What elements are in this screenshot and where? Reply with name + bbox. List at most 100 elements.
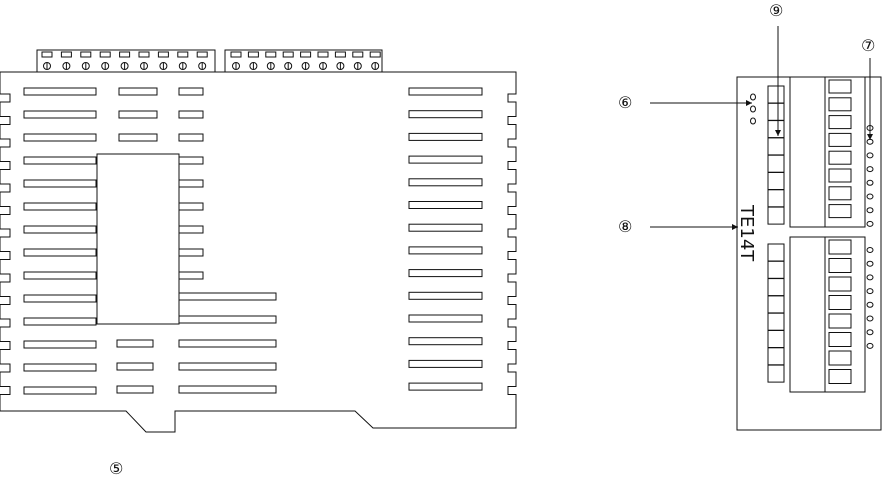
lower-terminal <box>828 276 852 292</box>
vent-slot-short <box>178 248 204 257</box>
top-left-terminal-slot <box>119 51 131 58</box>
led-indicator <box>866 207 874 214</box>
top-terminal-strip-left <box>36 49 216 73</box>
arrow-9 <box>775 130 781 136</box>
top-right-terminal-slot <box>282 51 294 58</box>
vent-slot-right <box>408 201 483 209</box>
vent-slot-left <box>23 225 97 234</box>
led-indicator <box>866 166 874 173</box>
led-indicator <box>866 301 874 308</box>
top-left-terminal-slot <box>99 51 111 58</box>
callout-6: ⑥ <box>618 93 632 112</box>
vent-slot-right <box>408 337 483 346</box>
vent-slot-left <box>23 156 97 165</box>
vent-slot-right <box>408 314 483 323</box>
vent-slot-right <box>408 382 483 391</box>
upper-terminal <box>828 150 852 165</box>
vent-slot-short <box>178 225 204 234</box>
top-right-terminal-slot <box>369 51 381 58</box>
top-left-terminal-slot <box>157 51 169 58</box>
vent-slot-mid <box>118 87 158 96</box>
vent-slot-left <box>23 386 97 395</box>
center-window <box>96 153 180 325</box>
top-right-terminal-slot <box>265 51 277 58</box>
top-left-terminal-slot <box>177 51 189 58</box>
led-indicator <box>866 179 874 186</box>
vent-slot-left <box>23 179 97 188</box>
lower-pin <box>767 243 785 262</box>
vent-slot-mid <box>116 385 154 394</box>
lower-pin <box>767 364 785 383</box>
vent-slot-long <box>178 362 277 371</box>
upper-terminal <box>828 204 852 219</box>
lower-pin <box>767 347 785 366</box>
vent-slot-left <box>23 363 97 372</box>
top-right-terminal-slot <box>247 51 259 58</box>
top-right-terminal-slot <box>300 51 312 58</box>
arrow-8 <box>732 224 738 230</box>
hole-1 <box>750 93 756 101</box>
callout-9: ⑨ <box>769 1 783 20</box>
top-right-terminal-slot <box>352 51 364 58</box>
lower-terminal <box>828 295 852 310</box>
vent-slot-left <box>23 87 97 96</box>
upper-pin <box>767 189 785 208</box>
upper-terminal <box>828 186 852 201</box>
vent-slot-right <box>408 155 483 164</box>
upper-pin <box>767 102 785 121</box>
vent-slot-left <box>23 133 97 142</box>
vent-slot-long <box>178 385 277 394</box>
lower-terminal <box>828 239 852 255</box>
led-indicator <box>866 288 874 295</box>
vent-slot-mid <box>118 133 158 142</box>
vent-slot-short <box>178 110 204 119</box>
vent-slot-right <box>408 87 483 96</box>
callout-5: ⑤ <box>109 459 123 478</box>
front-view: ⑤ <box>0 49 517 478</box>
led-indicator <box>866 220 874 227</box>
upper-terminal <box>828 168 852 183</box>
vent-slot-right <box>408 110 483 119</box>
led-column <box>866 125 874 349</box>
vent-slot-left <box>23 248 97 257</box>
hole-2 <box>750 105 756 113</box>
upper-terminal <box>828 79 852 94</box>
vent-slot-right <box>408 178 483 187</box>
vent-slot-left <box>23 340 97 349</box>
lower-pin <box>767 295 785 314</box>
led-indicator <box>866 274 874 281</box>
lower-terminal <box>828 313 852 329</box>
vent-slot-short <box>178 156 204 165</box>
hole-3 <box>750 117 756 125</box>
arrow-6 <box>746 100 752 106</box>
vent-slot-left <box>23 202 97 211</box>
terminal-block-lower <box>767 236 866 393</box>
lower-pin <box>767 312 785 331</box>
top-terminal-strip-right <box>224 49 383 73</box>
vent-slot-left <box>23 317 97 326</box>
vent-slot-short <box>178 271 204 280</box>
vent-slot-right <box>408 223 483 232</box>
top-right-terminal-slot <box>334 51 346 58</box>
vent-slot-long <box>178 339 277 348</box>
lower-pin <box>767 330 785 348</box>
lower-terminal <box>828 369 852 384</box>
led-indicator <box>866 193 874 200</box>
led-indicator <box>866 152 874 159</box>
upper-pin <box>767 172 785 190</box>
upper-pin <box>767 85 785 104</box>
vent-slot-left <box>23 294 97 303</box>
vent-slot-short <box>178 87 204 96</box>
upper-terminal <box>828 115 852 130</box>
vent-slot-mid <box>116 339 154 348</box>
vent-slot-long <box>178 292 277 301</box>
upper-terminal <box>828 97 852 112</box>
top-left-terminal-slot <box>41 51 53 58</box>
upper-pin <box>767 154 785 173</box>
upper-pin <box>767 137 785 156</box>
lower-pin <box>767 278 785 297</box>
led-indicator <box>866 247 874 253</box>
vent-slot-mid <box>116 362 154 371</box>
vent-slot-long <box>178 315 277 324</box>
